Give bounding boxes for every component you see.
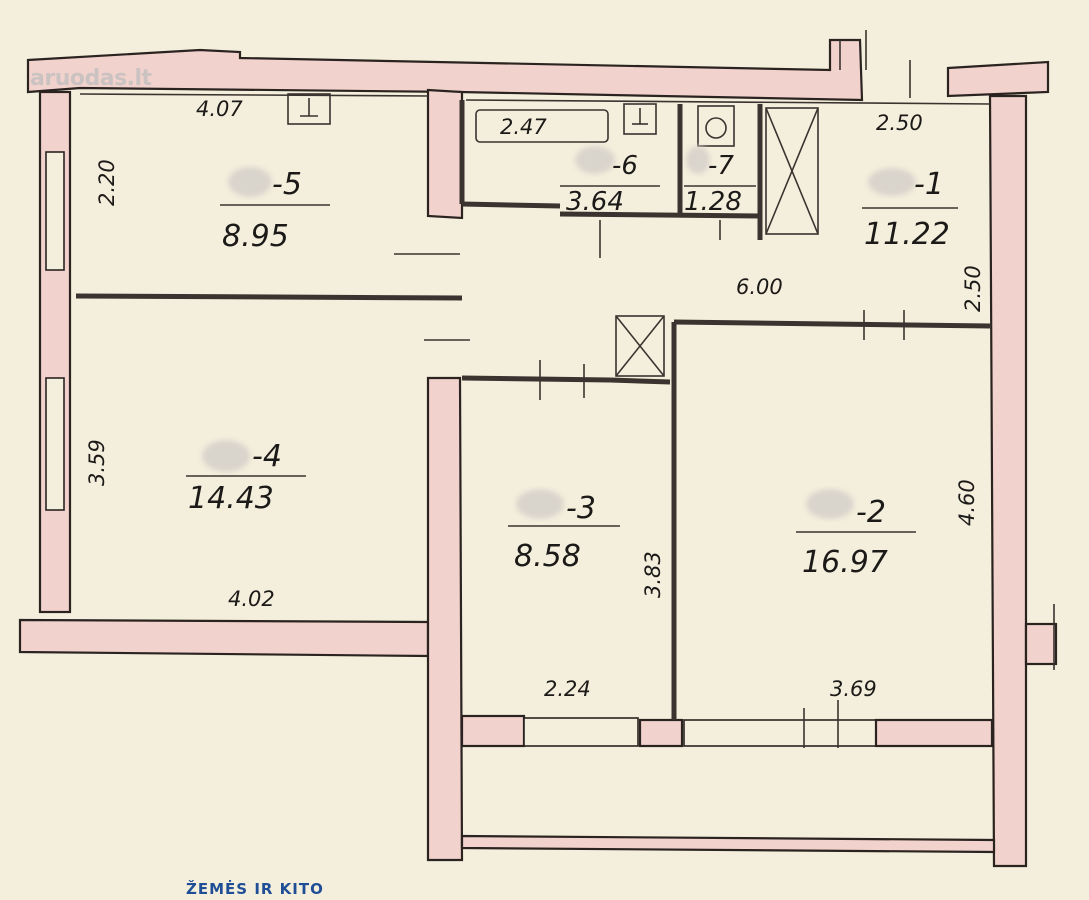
- room-2-label: -2: [856, 495, 886, 530]
- room-2-area: 16.97: [802, 545, 888, 580]
- dim-3-59: 3.59: [85, 439, 109, 486]
- window-bottom-right: [683, 719, 877, 747]
- room-7-area: 1.28: [684, 187, 742, 217]
- wall-right: [988, 94, 1028, 868]
- sink-icon: [287, 93, 331, 125]
- wall-center-vertical: [426, 376, 464, 862]
- dim-4-02: 4.02: [228, 587, 275, 611]
- window-bottom-left: [523, 717, 639, 747]
- balcony-bottom: [460, 834, 996, 854]
- room-labels: -5 8.95 -6 3.64 -7 1.28 -1 11.22 -4 14.4…: [188, 151, 950, 580]
- footer-heading: ŽEMĖS IR KITO: [186, 880, 324, 898]
- wall-center-upper: [426, 88, 464, 220]
- dim-3-83: 3.83: [641, 551, 665, 598]
- room-5-label: -5: [272, 167, 302, 202]
- window-left-lower: [45, 377, 65, 511]
- dim-4-07: 4.07: [196, 97, 243, 121]
- room-6-area: 3.64: [566, 187, 624, 217]
- wall-bottom-left: [18, 618, 430, 658]
- watermark-logo: aruodas.lt: [30, 66, 152, 91]
- dim-6-00: 6.00: [736, 275, 783, 299]
- outer-walls: [18, 38, 1058, 868]
- dim-2-50-top: 2.50: [876, 111, 923, 135]
- label-underlines: [186, 185, 958, 533]
- wall-top-right: [946, 60, 1050, 98]
- room-5-area: 8.95: [222, 219, 289, 254]
- wall-bottom-window-right: [874, 718, 994, 748]
- room-1-label: -1: [914, 167, 944, 202]
- vent-shaft-center-icon: [615, 315, 665, 377]
- fixtures: [287, 30, 1055, 748]
- toilet-icon: [697, 105, 735, 147]
- room-4-area: 14.43: [188, 481, 274, 516]
- inner-walls: [75, 93, 991, 720]
- room-6-label: -6: [612, 151, 638, 181]
- room-4-label: -4: [252, 439, 282, 474]
- dim-4-60: 4.60: [955, 479, 979, 526]
- dim-2-47: 2.47: [500, 115, 547, 139]
- dimension-labels: 4.07 2.20 2.47 2.50 2.50 6.00 3.59 4.02 …: [85, 97, 985, 701]
- room-7-label: -7: [708, 151, 734, 181]
- bathtub-icon: [475, 109, 609, 143]
- room-1-area: 11.22: [864, 217, 950, 252]
- dim-2-20: 2.20: [95, 159, 119, 206]
- vent-shaft-icon: [765, 107, 819, 235]
- room-3-label: -3: [566, 491, 596, 526]
- wall-bottom-pier: [638, 718, 684, 748]
- wall-right-notch: [1024, 622, 1058, 666]
- bath-sink-icon: [623, 103, 657, 135]
- redaction-marks: [202, 146, 916, 519]
- room-3-area: 8.58: [514, 539, 581, 574]
- wall-bottom-window-left: [460, 714, 526, 748]
- dim-2-50-side: 2.50: [961, 265, 985, 312]
- dim-3-69: 3.69: [830, 677, 877, 701]
- dim-2-24: 2.24: [544, 677, 591, 701]
- window-left-upper: [45, 151, 65, 271]
- wall-top-left: [26, 38, 864, 102]
